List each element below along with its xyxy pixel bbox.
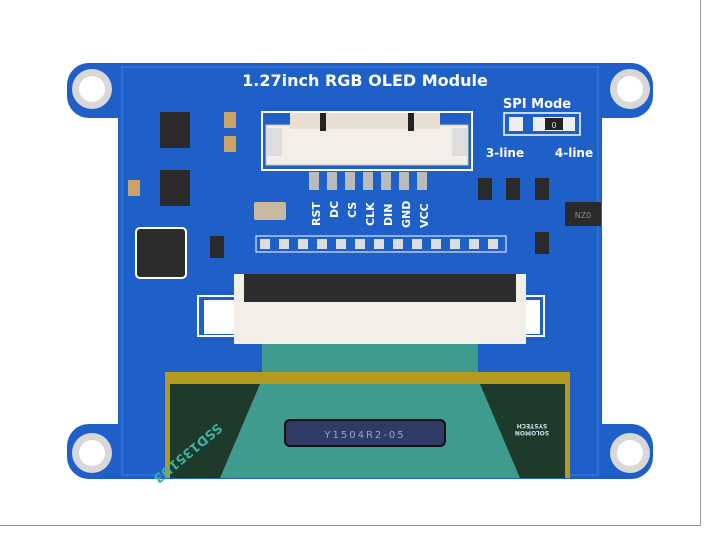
pin-labels: RST DC CS CLK DIN GND VCC: [310, 201, 431, 228]
frame-border-bottom: [0, 525, 701, 526]
jumper-value: 0: [551, 121, 556, 130]
pin-label-dc: DC: [328, 201, 341, 218]
chip-label: Y1504R2-05: [323, 430, 405, 441]
left-components: [128, 112, 286, 279]
oled-display: Y1504R2-05 SSD1351U3 SOLOMON SYSTECH: [150, 344, 570, 486]
pin-label-vcc: VCC: [418, 203, 431, 228]
pin-label-clk: CLK: [364, 202, 377, 226]
diodes: [210, 178, 549, 258]
connector-pins: [309, 172, 427, 190]
fpc-connector: [197, 274, 545, 344]
pin-label-cs: CS: [346, 202, 359, 218]
three-line-label: 3-line: [486, 146, 524, 160]
board-title: 1.27inch RGB OLED Module: [242, 71, 488, 90]
mounting-holes: [72, 69, 650, 473]
maker-label-1: SOLOMON: [515, 429, 549, 436]
ic-chip: NZ0: [565, 202, 601, 226]
resistor-row: [255, 235, 507, 253]
frame-border-right: [700, 0, 701, 526]
maker-label-2: SYSTECH: [517, 422, 548, 429]
pin-label-din: DIN: [382, 204, 395, 226]
pin-header-connector: [261, 111, 473, 171]
pin-label-gnd: GND: [400, 201, 413, 228]
pin-label-rst: RST: [310, 202, 323, 226]
ic-label: NZ0: [575, 211, 592, 220]
spi-mode-jumper: 0: [503, 112, 581, 136]
spi-mode-label: SPI Mode: [503, 97, 571, 112]
four-line-label: 4-line: [555, 146, 593, 160]
